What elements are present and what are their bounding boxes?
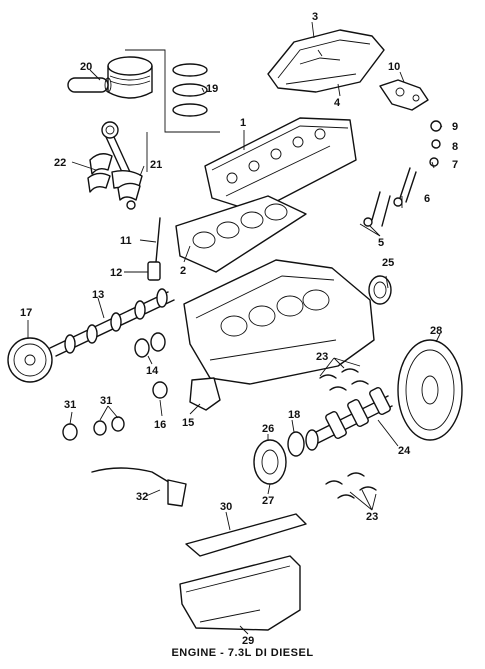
- callout-24: 24: [398, 445, 411, 457]
- callout-30: 30: [220, 501, 232, 513]
- callout-2: 2: [180, 265, 186, 277]
- seals: [62, 416, 125, 441]
- callout-26: 26: [262, 423, 274, 435]
- callout-32: 32: [136, 491, 148, 503]
- callout-4: 4: [334, 97, 341, 109]
- engine-block: [183, 259, 375, 385]
- cam-gear: [7, 337, 53, 383]
- callout-16: 16: [154, 419, 166, 431]
- callout-19: 19: [206, 83, 218, 95]
- callout-10: 10: [388, 61, 400, 73]
- callout-25: 25: [382, 257, 394, 269]
- callout-9: 9: [452, 121, 458, 133]
- rear-main-seal: [368, 275, 392, 305]
- cam-bearings: [134, 332, 166, 358]
- callout-21: 21: [150, 159, 162, 171]
- piston-rings: [172, 63, 208, 117]
- bracket-line: [125, 49, 220, 133]
- core-plug: [152, 381, 168, 399]
- callout-18: 18: [288, 409, 300, 421]
- callout-13: 13: [92, 289, 104, 301]
- callout-12: 12: [110, 267, 122, 279]
- callout-7: 7: [452, 159, 458, 171]
- oil-pan-gasket: [185, 513, 307, 557]
- callout-29: 29: [242, 635, 254, 647]
- flywheel: [397, 339, 463, 441]
- main-bearings-lower: [325, 472, 377, 499]
- callout-11: 11: [120, 235, 132, 247]
- callout-31-right: 31: [100, 395, 112, 407]
- oil-pickup-tube: [91, 467, 187, 507]
- callout-31-left: 31: [64, 399, 76, 411]
- callout-15: 15: [182, 417, 194, 429]
- callout-8: 8: [452, 141, 458, 153]
- diagram-caption: ENGINE - 7.3L DI DIESEL: [171, 647, 314, 659]
- head-gasket: [175, 195, 307, 273]
- callout-27: 27: [262, 495, 274, 507]
- callout-17: 17: [20, 307, 32, 319]
- callout-22: 22: [54, 157, 66, 169]
- callout-20: 20: [80, 61, 92, 73]
- callout-23-upper: 23: [316, 351, 328, 363]
- crankshaft: [305, 387, 393, 451]
- connecting-rod: [87, 121, 143, 210]
- callout-5: 5: [378, 237, 384, 249]
- callout-1: 1: [240, 117, 246, 129]
- valves: [363, 167, 417, 227]
- seal-retainer: [189, 377, 221, 411]
- rocker-assembly: [379, 79, 429, 111]
- cylinder-head: [204, 117, 357, 213]
- leader-lines: [27, 21, 443, 635]
- main-bearings-upper: [319, 368, 369, 391]
- callout-labels: 3 4 1 2 20 19 21 22 5 6 7 8 9 10 11 12 1…: [20, 11, 458, 647]
- callout-23-lower: 23: [366, 511, 378, 523]
- piston: [67, 56, 153, 99]
- callout-28: 28: [430, 325, 442, 337]
- camshaft: [49, 288, 175, 357]
- oil-pan: [179, 555, 301, 631]
- fasteners: [429, 120, 442, 167]
- callout-14: 14: [146, 365, 159, 377]
- damper-pulley: [253, 431, 305, 485]
- oil-level-sensor: [147, 217, 161, 281]
- valve-cover: [267, 29, 385, 93]
- callout-3: 3: [312, 11, 318, 23]
- callout-6: 6: [424, 193, 430, 205]
